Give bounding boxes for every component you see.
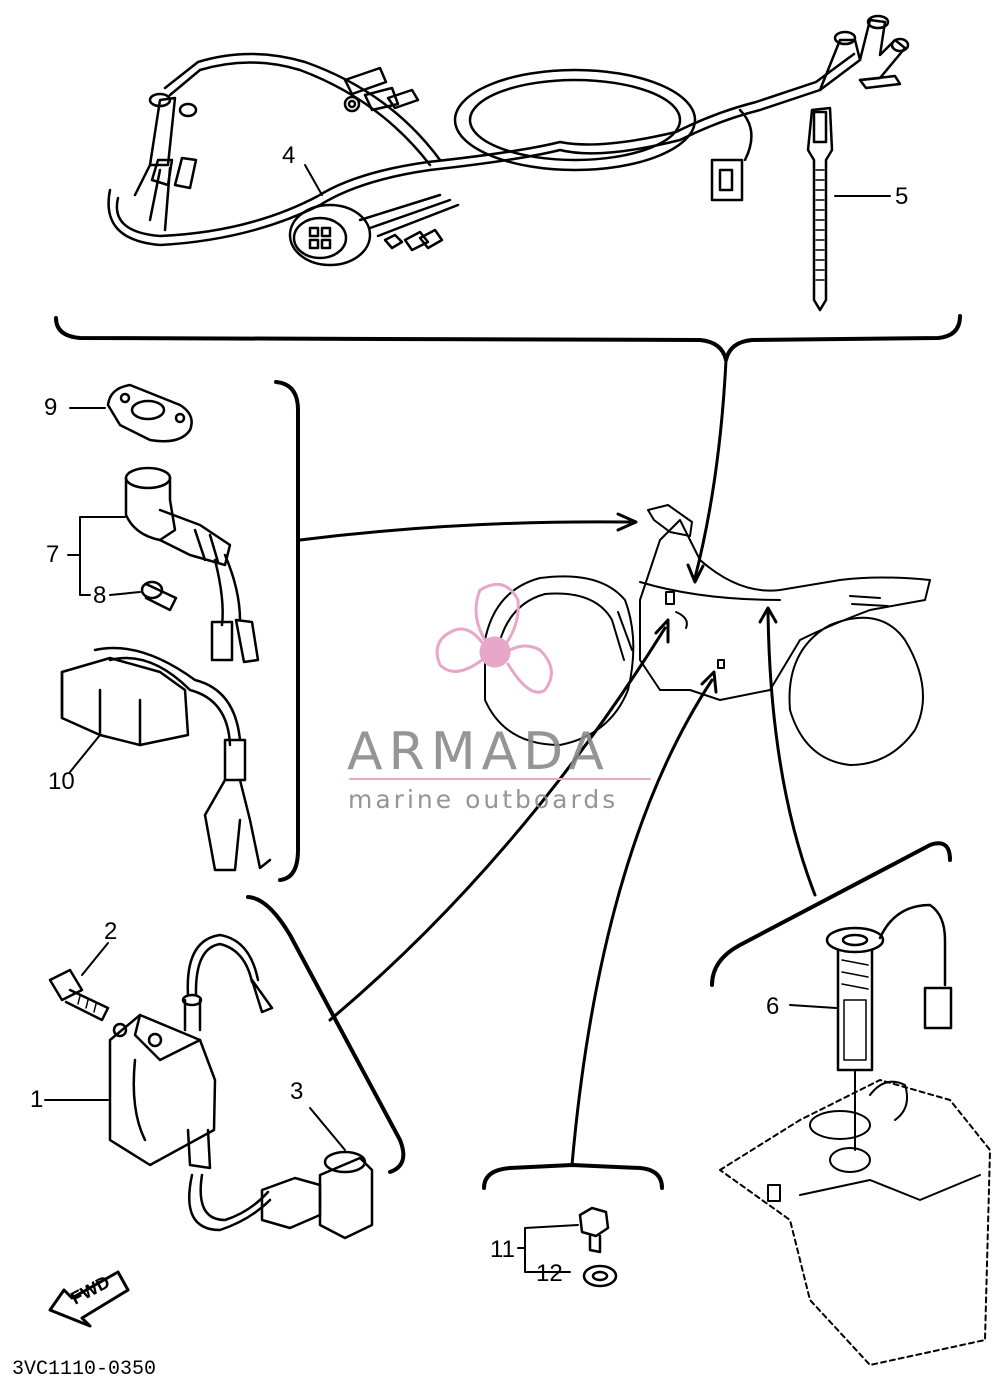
callout-3: 3 bbox=[290, 1078, 304, 1105]
wire-harness bbox=[107, 14, 910, 267]
switch-group-arrow bbox=[298, 520, 632, 542]
leader-line-3 bbox=[309, 1107, 346, 1151]
callout-12: 12 bbox=[536, 1260, 563, 1287]
leader-line-10 bbox=[69, 734, 101, 773]
bolt bbox=[48, 968, 110, 1022]
leader-line-6 bbox=[789, 1004, 837, 1009]
leader-bracket-7-8 bbox=[67, 516, 126, 596]
propeller-logo-icon bbox=[435, 582, 553, 694]
relay-unit bbox=[60, 646, 272, 872]
callout-5: 5 bbox=[895, 183, 909, 210]
coil-group-bracket bbox=[246, 895, 406, 1174]
switch-group-bracket bbox=[274, 380, 300, 882]
callout-4: 4 bbox=[282, 142, 296, 169]
leader-line-2 bbox=[81, 942, 109, 976]
callout-6: 6 bbox=[766, 993, 780, 1020]
washer bbox=[582, 1264, 618, 1288]
sender-group-bracket bbox=[710, 841, 952, 987]
fuel-tank-detail bbox=[767, 1080, 981, 1202]
indicator-bulb bbox=[140, 580, 178, 612]
sender-pointer-arrow bbox=[766, 608, 817, 897]
callout-7: 7 bbox=[46, 541, 60, 568]
cable-tie bbox=[806, 106, 834, 312]
fuel-tank bbox=[719, 1079, 991, 1366]
callout-9: 9 bbox=[44, 394, 58, 421]
bracket-plate bbox=[106, 383, 193, 443]
callout-2: 2 bbox=[104, 918, 118, 945]
top-group-bracket bbox=[54, 314, 962, 362]
callout-1: 1 bbox=[30, 1086, 44, 1113]
leader-bracket-11-12 bbox=[517, 1224, 579, 1273]
ignition-coil bbox=[108, 933, 274, 1232]
callout-11: 11 bbox=[490, 1236, 515, 1263]
harness-pointer-arrow bbox=[693, 358, 728, 580]
leader-line-4 bbox=[304, 164, 323, 196]
coil-group-arrow bbox=[328, 626, 667, 1022]
rectifier-pointer-arrow bbox=[570, 678, 714, 1167]
fuel-level-sender bbox=[825, 903, 953, 1151]
fastener-group-bracket bbox=[482, 1163, 664, 1190]
fwd-arrow-icon bbox=[48, 1270, 130, 1328]
callout-8: 8 bbox=[93, 582, 107, 609]
neutral-switch bbox=[124, 466, 260, 664]
spark-plug-cap bbox=[260, 1150, 374, 1240]
watermark-subtitle: marine outboards bbox=[348, 785, 619, 814]
watermark-title: ARMADA bbox=[347, 722, 610, 782]
callout-10: 10 bbox=[48, 768, 75, 795]
document-code: 3VC1110-0350 bbox=[12, 1358, 157, 1381]
motorcycle-outline bbox=[484, 504, 931, 766]
hex-bolt bbox=[578, 1206, 610, 1254]
